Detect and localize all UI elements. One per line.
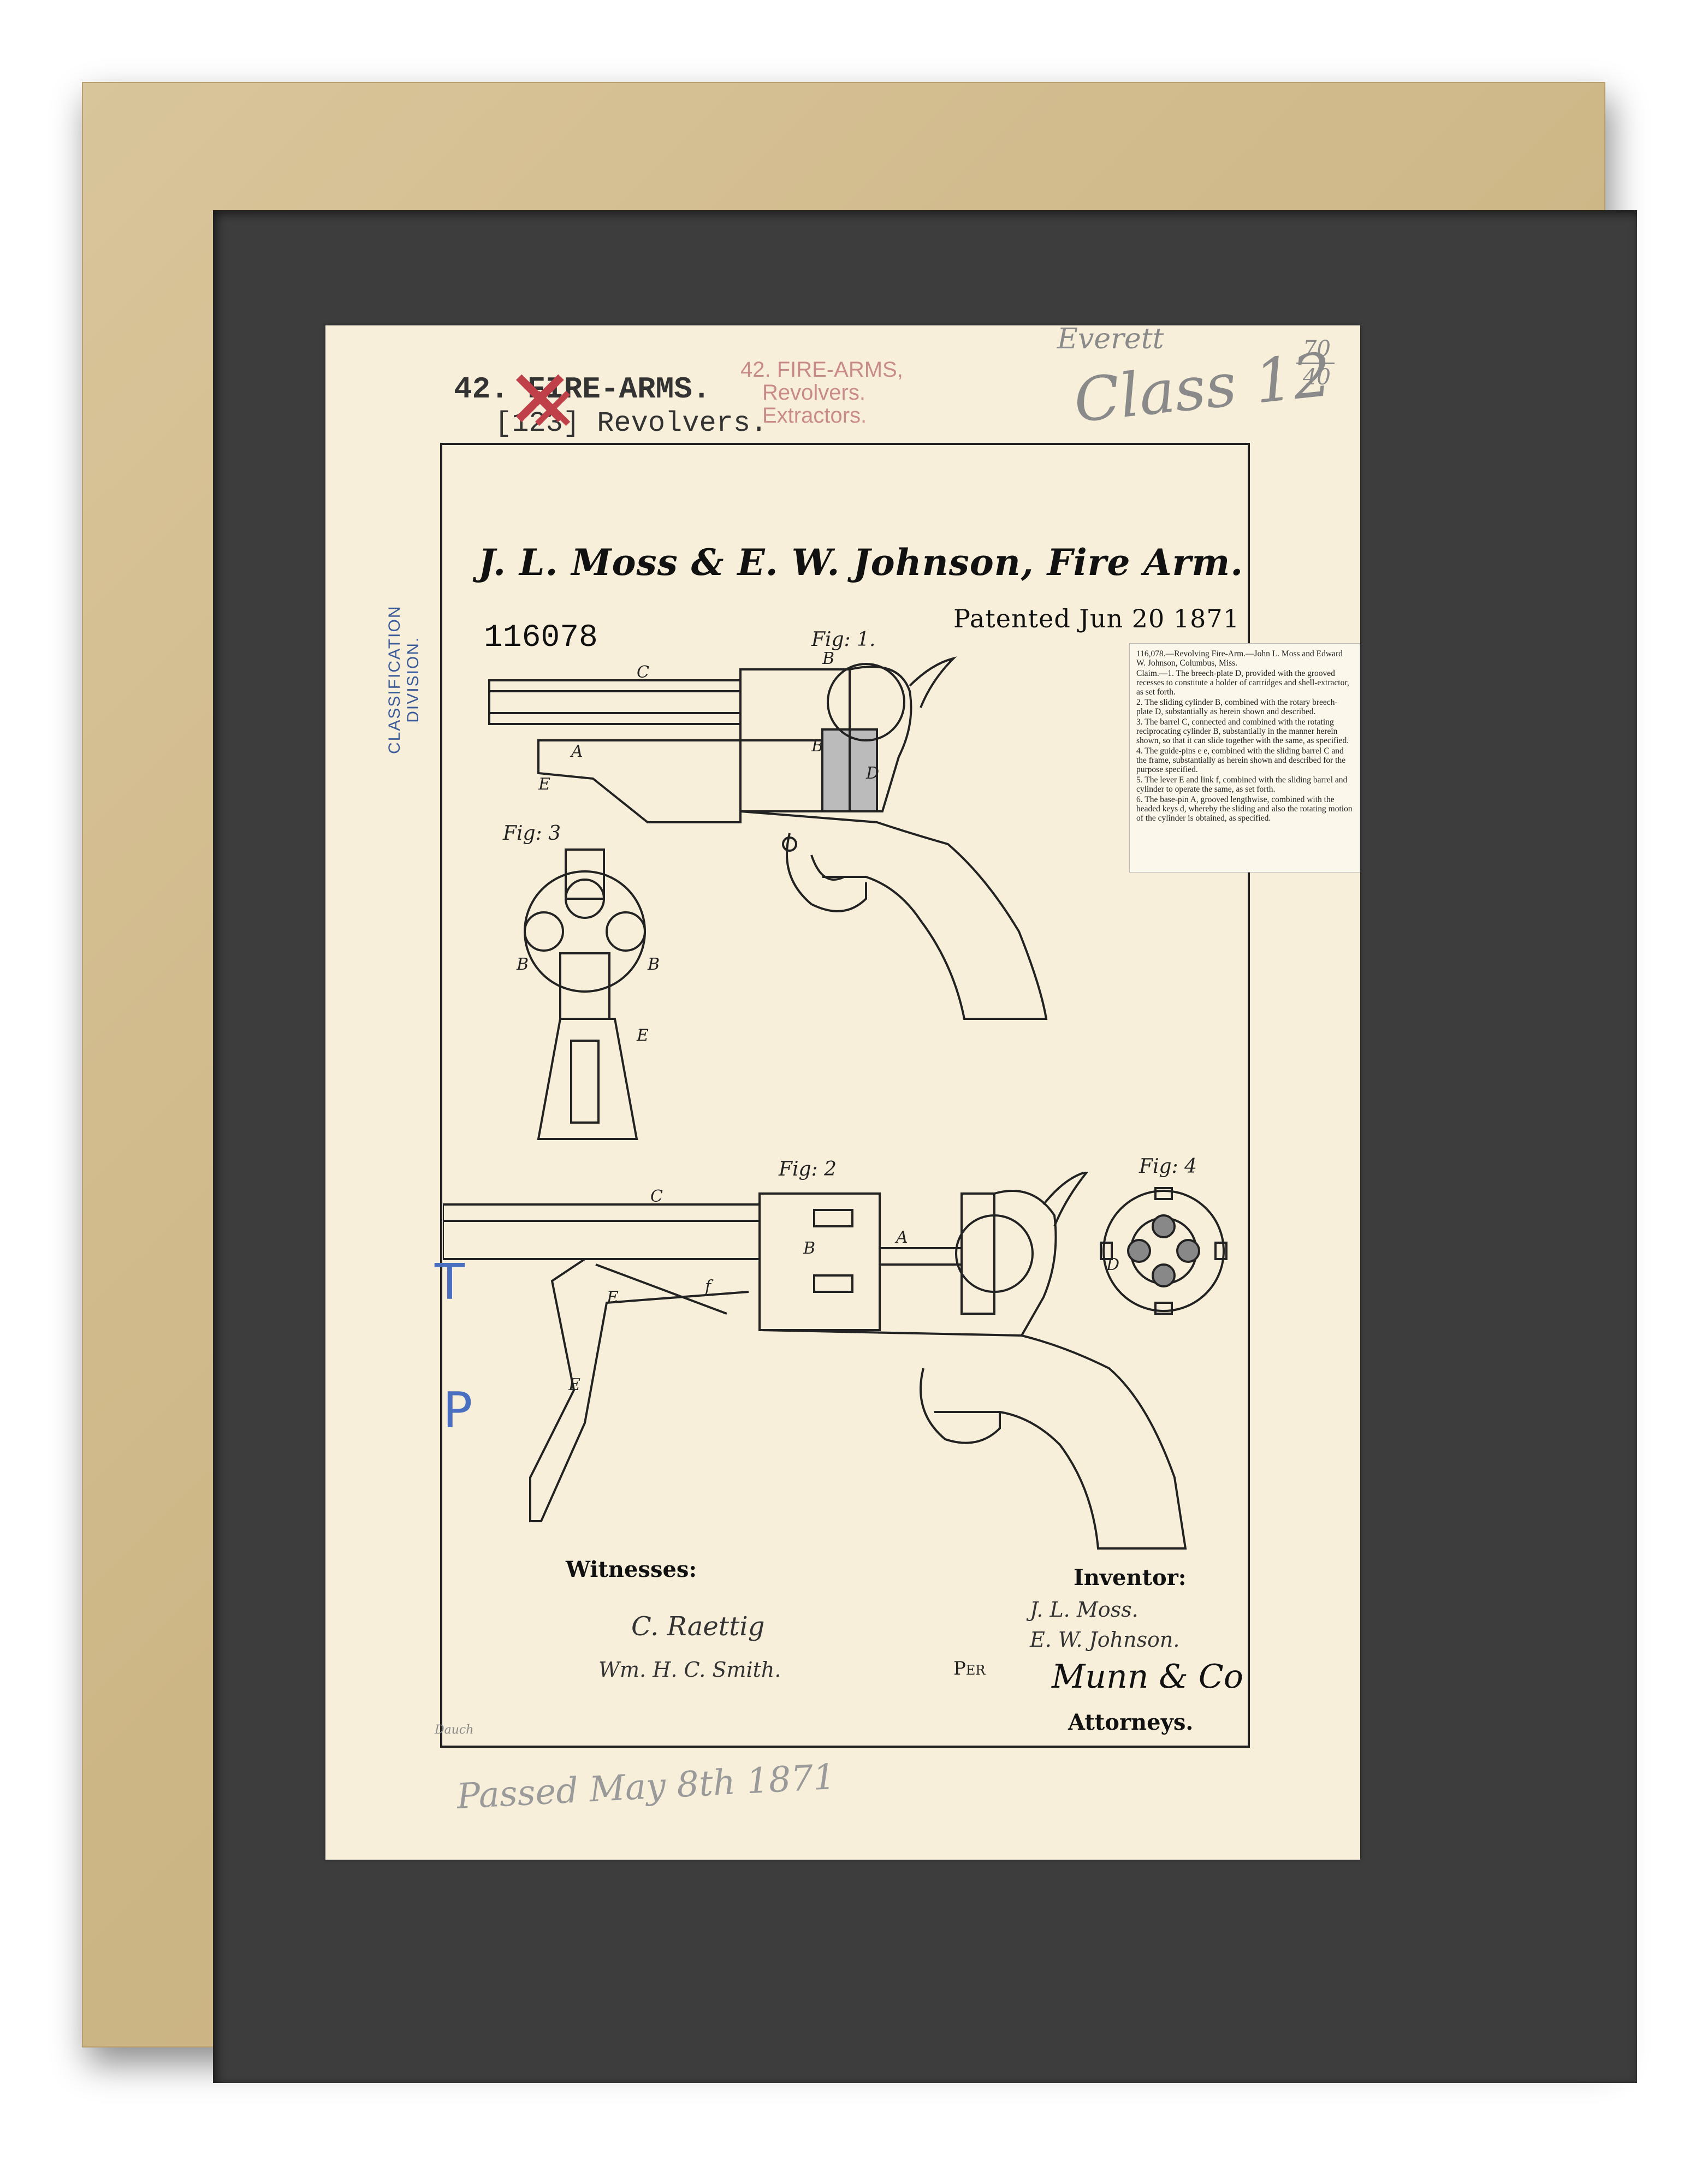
fig-3-label: Fig: 3: [503, 822, 561, 845]
attorneys-label: Attorneys.: [1068, 1710, 1194, 1735]
svg-text:B: B: [811, 737, 823, 756]
classification-division-stamp: CLASSIFICATION DIVISION.: [386, 606, 423, 754]
claims-clipping: 116,078.—Revolving Fire-Arm.—John L. Mos…: [1129, 643, 1360, 873]
fraction-bar: [1296, 363, 1335, 364]
patent-number: 116078: [484, 620, 598, 656]
svg-text:B: B: [803, 1239, 815, 1258]
svg-text:B: B: [822, 649, 834, 668]
red-strike-mark-2: ✕: [527, 375, 578, 444]
svg-text:D: D: [1106, 1255, 1119, 1274]
fig-3-drawing: B B E: [516, 848, 660, 1140]
fig-2-label: Fig: 2: [779, 1158, 837, 1180]
attorney-signature: Munn & Co: [1052, 1658, 1243, 1696]
patent-title: J. L. Moss & E. W. Johnson, Fire Arm.: [478, 541, 1244, 584]
svg-text:B: B: [516, 955, 529, 974]
fig-4-drawing: D: [1100, 1187, 1228, 1315]
fraction-top: 70: [1303, 336, 1331, 361]
drawing-border: [440, 443, 1250, 1748]
red-strike-mark: ✕: [506, 353, 574, 448]
witness-2-signature: Wm. H. C. Smith.: [598, 1658, 781, 1682]
draftsman-note: Dauch: [435, 1723, 474, 1737]
per-label: Per: [953, 1658, 986, 1679]
svg-text:E: E: [606, 1288, 619, 1307]
clipping-claim-3: 3. The barrel C, connected and combined …: [1136, 717, 1349, 745]
fraction-bottom: 40: [1303, 365, 1331, 390]
examiner-note: Everett: [1057, 323, 1164, 355]
svg-text:A: A: [570, 742, 583, 761]
witnesses-label: Witnesses:: [566, 1557, 697, 1582]
fig-1-label: Fig: 1.: [811, 628, 876, 651]
blue-mark-t: T: [435, 1254, 465, 1311]
pink-class-stamp: 42. FIRE-ARMS, Revolvers. Extractors.: [740, 358, 903, 427]
struck-class-stamp: 42. FIRE-ARMS.: [454, 372, 711, 407]
patent-date: Patented Jun 20 1871: [953, 604, 1240, 633]
svg-text:A: A: [894, 1228, 908, 1247]
passed-note: Passed May 8th 1871: [455, 1756, 837, 1818]
pink-stamp-line-1: 42. FIRE-ARMS,: [740, 358, 903, 382]
inventor-label: Inventor:: [1074, 1565, 1187, 1590]
clipping-claim-1: Claim.—1. The breech-plate D, provided w…: [1136, 669, 1349, 697]
pink-stamp-line-2: Revolvers.: [762, 381, 865, 405]
patent-sheet: 42. FIRE-ARMS. [123] Revolvers. ✕ ✕ 42. …: [325, 323, 1360, 1860]
division-stamp-line-1: CLASSIFICATION: [386, 605, 404, 754]
clipping-claim-4: 4. The guide-pins e e, combined with the…: [1136, 746, 1346, 774]
svg-text:E: E: [568, 1375, 580, 1394]
witness-1-signature: C. Raettig: [631, 1611, 765, 1642]
inventor-1-signature: J. L. Moss.: [1030, 1598, 1139, 1622]
svg-text:f: f: [704, 1277, 714, 1296]
svg-text:B: B: [647, 955, 660, 974]
inventor-2-signature: E. W. Johnson.: [1030, 1628, 1180, 1652]
pink-stamp-line-3: Extractors.: [762, 403, 867, 428]
fig-4-label: Fig: 4: [1139, 1155, 1197, 1178]
svg-text:C: C: [650, 1187, 663, 1206]
fig-1-revolver-drawing: C B A E B D: [488, 649, 1048, 1020]
division-stamp-line-2: DIVISION.: [404, 636, 422, 723]
clipping-claim-2: 2. The sliding cylinder B, combined with…: [1136, 698, 1338, 716]
clipping-claim-5: 5. The lever E and link f, combined with…: [1136, 775, 1348, 794]
svg-text:C: C: [637, 663, 649, 682]
struck-subclass-stamp: [123] Revolvers.: [495, 407, 768, 440]
fig-2-revolver-drawing: C B A E Ef: [443, 1172, 1187, 1550]
clipping-heading: 116,078.—Revolving Fire-Arm.—John L. Mos…: [1136, 649, 1343, 668]
clipping-claim-6: 6. The base-pin A, grooved lengthwise, c…: [1136, 795, 1353, 823]
blue-mark-p: P: [443, 1382, 473, 1439]
svg-text:E: E: [538, 775, 550, 794]
svg-text:E: E: [636, 1026, 649, 1045]
svg-text:D: D: [865, 764, 879, 783]
